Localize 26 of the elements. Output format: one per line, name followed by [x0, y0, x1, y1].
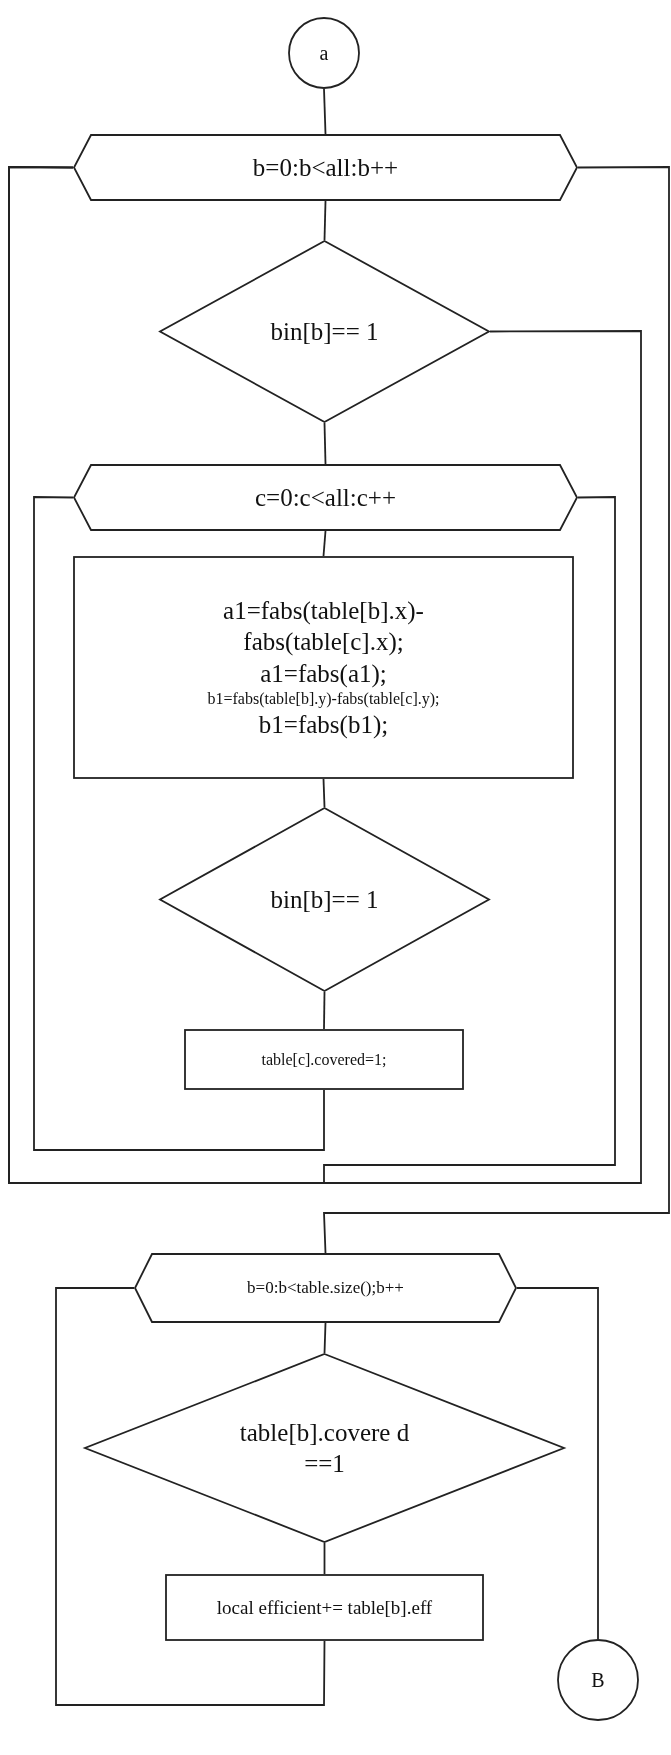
connector-line	[323, 422, 327, 465]
connector-line	[323, 88, 327, 135]
node-text: a1=fabs(a1);	[260, 658, 387, 689]
node-text: table[b].covere d==1	[238, 1417, 411, 1479]
node-text: c=0:c<all:c++	[254, 482, 397, 513]
node-text: b=0:b<table.size();b++	[247, 1277, 404, 1299]
connector-line	[323, 166, 670, 1254]
connector-line	[323, 991, 326, 1030]
node-text: bin[b]== 1	[270, 884, 379, 915]
node-text: a	[319, 40, 329, 66]
connector-line	[33, 496, 325, 1151]
node-text: a1=fabs(table[b].x)- fabs(table[c].x);	[222, 596, 425, 658]
node-text: table[c].covered=1;	[261, 1049, 387, 1070]
node-text: B	[591, 1667, 605, 1693]
node-text: bin[b]== 1	[270, 316, 379, 347]
connector-line	[323, 1322, 327, 1354]
connector-line	[323, 1542, 326, 1575]
node-text: b1=fabs(b1);	[258, 709, 389, 740]
connector-line	[55, 1287, 326, 1706]
node-text: b1=fabs(table[b].y)-fabs(table[c].y);	[207, 688, 440, 709]
connector-line	[323, 200, 327, 241]
connector-line	[516, 1287, 599, 1640]
node-text: b=0:b<all:b++	[252, 152, 399, 183]
node-text: local efficient+= table[b].eff	[216, 1595, 433, 1620]
connector-line	[322, 530, 327, 557]
connector-line	[322, 778, 326, 808]
